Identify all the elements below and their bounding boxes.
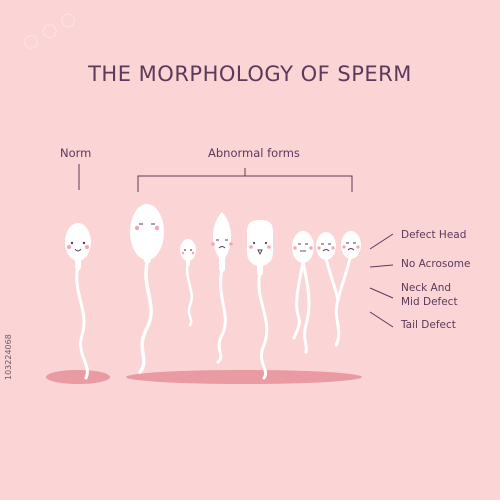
neck-defect-pointer	[369, 287, 394, 299]
abnormal-bracket	[137, 168, 353, 192]
abnormal-forms-label: Abnormal forms	[208, 146, 300, 160]
tapered-head-sperm	[211, 212, 233, 364]
norm-label: Norm	[60, 146, 92, 160]
tail-defect-label: Tail Defect	[401, 319, 456, 331]
tail-defect-pointer	[369, 311, 394, 328]
double-head-sperm	[316, 231, 361, 347]
neck-defect-sperm	[292, 231, 314, 354]
norm-shadow	[46, 370, 110, 384]
neck-mid-defect-label: Neck And Mid Defect	[401, 282, 458, 308]
normal-sperm	[65, 223, 91, 380]
no-acrosome-label: No Acrosome	[401, 258, 471, 270]
defect-head-pointer	[369, 233, 394, 250]
microcephalic-sperm	[180, 239, 196, 327]
macrocephalic-sperm	[130, 204, 164, 374]
no-acrosome-pointer	[369, 264, 394, 268]
no-acrosome-sperm	[247, 220, 273, 380]
poster-title: THE MORPHOLOGY OF SPERM	[88, 62, 412, 86]
defect-head-label: Defect Head	[401, 229, 467, 241]
abnormal-shadow	[126, 370, 362, 384]
